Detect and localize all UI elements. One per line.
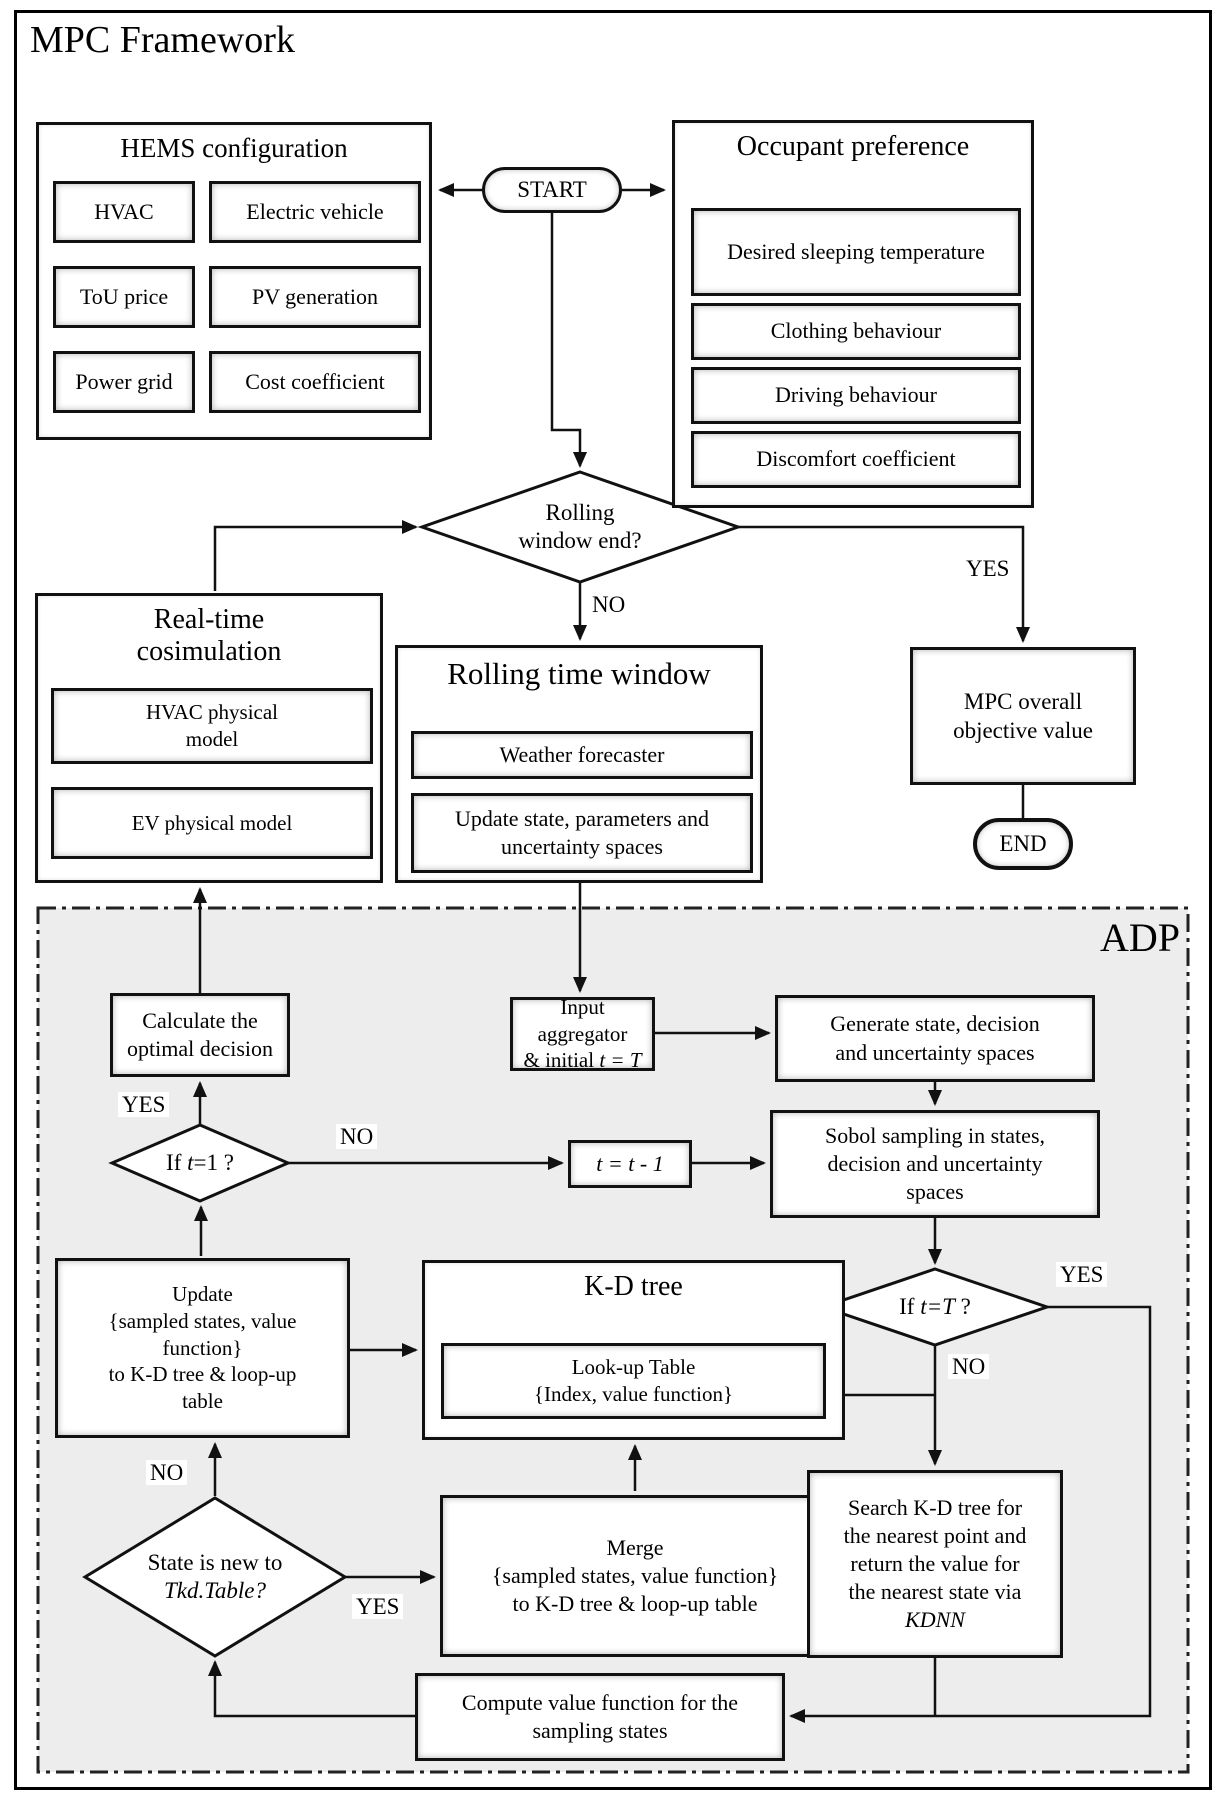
update-kd-tree-box: Update {sampled states, value function} … — [55, 1258, 350, 1438]
mpc-framework-frame — [14, 10, 1212, 1790]
decision-diamonds — [82, 470, 1052, 1658]
tou-price-box: ToU price — [53, 266, 195, 328]
start-terminator: START — [482, 167, 622, 213]
driving-behaviour-box: Driving behaviour — [691, 367, 1021, 424]
hems-configuration-title: HEMS configuration — [120, 133, 348, 163]
page-title: MPC Framework — [30, 19, 295, 61]
rolling-time-window-group: Rolling time window Weather forecaster U… — [395, 645, 763, 883]
mpc-overall-objective-box: MPC overall objective value — [910, 647, 1136, 785]
hvac-box: HVAC — [53, 181, 195, 243]
if-t1-text: If t=1 ? — [166, 1150, 234, 1176]
rolling-window-end-text: Rolling window end? — [518, 500, 642, 553]
if-tT-no-label: NO — [948, 1354, 990, 1380]
ev-physical-model-box: EV physical model — [51, 787, 373, 859]
discomfort-coefficient-box: Discomfort coefficient — [691, 431, 1021, 488]
weather-forecaster-box: Weather forecaster — [411, 731, 753, 779]
compute-value-function-box: Compute value function for the sampling … — [415, 1673, 785, 1761]
arrows — [193, 183, 1152, 1723]
search-kd-tree-box: Search K-D tree for the nearest point an… — [807, 1470, 1063, 1658]
merge-kd-tree-box: Merge {sampled states, value function} t… — [440, 1495, 830, 1657]
realtime-cosimulation-group: Real-time cosimulation HVAC physical mod… — [35, 593, 383, 883]
occupant-preference-group: Occupant preference Desired sleeping tem… — [672, 120, 1034, 508]
power-grid-box: Power grid — [53, 351, 195, 413]
kd-tree-group: K-D tree Look-up Table {Index, value fun… — [422, 1260, 845, 1440]
sobol-sampling-box: Sobol sampling in states, decision and u… — [770, 1110, 1100, 1218]
rolling-time-window-title: Rolling time window — [447, 656, 711, 691]
clothing-behaviour-box: Clothing behaviour — [691, 303, 1021, 360]
electric-vehicle-box: Electric vehicle — [209, 181, 421, 243]
state-is-new-text: State is new to Tkd.Table? — [147, 1550, 283, 1603]
if-tT-yes-label: YES — [1056, 1262, 1108, 1288]
desired-sleeping-temperature-box: Desired sleeping temperature — [691, 208, 1021, 296]
adp-section-label: ADP — [1099, 915, 1180, 960]
if-t-equals-T-diamond — [818, 1267, 1052, 1347]
pv-generation-box: PV generation — [209, 266, 421, 328]
realtime-cosimulation-title: Real-time cosimulation — [136, 604, 282, 668]
state-new-no-label: NO — [146, 1460, 188, 1486]
generate-spaces-box: Generate state, decision and uncertainty… — [775, 995, 1095, 1082]
if-t1-yes-label: YES — [118, 1092, 170, 1118]
input-aggregator-box: Input aggregator & initial t = T — [510, 995, 655, 1072]
update-state-parameters-box: Update state, parameters and uncertainty… — [411, 793, 753, 873]
cost-coefficient-box: Cost coefficient — [209, 351, 421, 413]
if-tT-text: If t=T ? — [899, 1294, 971, 1320]
state-is-new-diamond — [82, 1496, 348, 1658]
hems-configuration-group: HEMS configuration HVAC Electric vehicle… — [36, 122, 432, 440]
rolling-end-yes-label: YES — [962, 556, 1014, 582]
rolling-window-end-diamond — [417, 470, 743, 584]
end-terminator: END — [973, 818, 1073, 870]
t-decrement-box: t = t - 1 — [568, 1140, 692, 1188]
occupant-preference-title: Occupant preference — [736, 131, 970, 162]
lookup-table-box: Look-up Table {Index, value function} — [441, 1343, 826, 1419]
calculate-optimal-decision-box: Calculate the optimal decision — [110, 993, 290, 1077]
kd-tree-title: K-D tree — [584, 1271, 683, 1302]
if-t1-no-label: NO — [336, 1124, 378, 1150]
hvac-physical-model-box: HVAC physical model — [51, 688, 373, 764]
if-t-equals-1-diamond — [108, 1123, 292, 1203]
rolling-end-no-label: NO — [588, 592, 630, 618]
state-new-yes-label: YES — [352, 1594, 404, 1620]
